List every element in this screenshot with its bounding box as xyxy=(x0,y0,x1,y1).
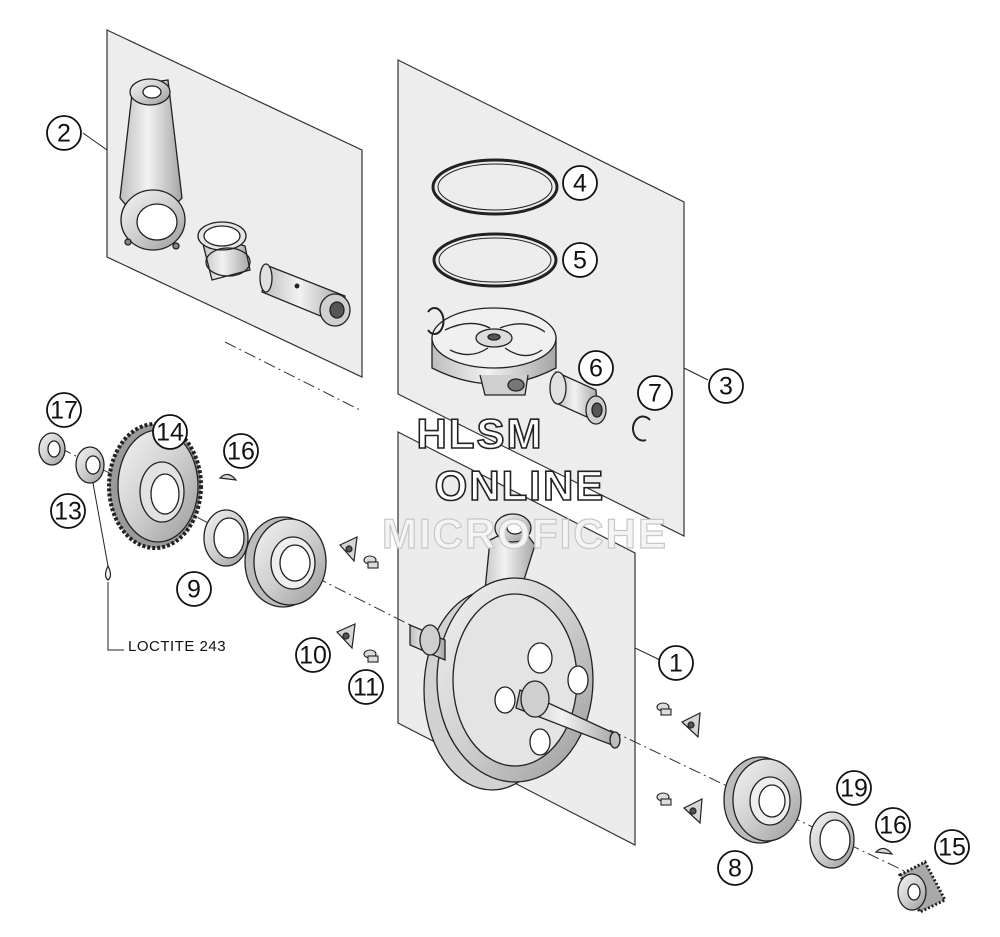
callout-c8: 8 xyxy=(717,850,753,886)
callout-circle xyxy=(562,165,598,201)
callout-c5: 5 xyxy=(562,242,598,278)
piston-circlip-right xyxy=(631,415,651,442)
callout-circle xyxy=(658,645,694,681)
piston-ring-second xyxy=(432,232,558,288)
piston-pin xyxy=(549,370,607,425)
callout-circle xyxy=(637,375,673,411)
callout-number: 9 xyxy=(187,576,201,604)
callout-c6: 6 xyxy=(578,350,614,386)
callout-circle xyxy=(875,807,911,843)
callout-circle xyxy=(934,829,970,865)
timing-gear xyxy=(897,859,948,914)
lock-plate-lower-right xyxy=(682,797,703,825)
piston-ring-top xyxy=(431,158,559,216)
watermark-line-1: HLSM xyxy=(416,409,544,458)
callout-layer: 1 2 3 4 5 6 7 8 9 10 11 13 14 15 16 16 17 19 xyxy=(46,115,970,886)
watermark-line-3: MICROFICHE xyxy=(381,509,668,557)
callout-c4: 4 xyxy=(562,165,598,201)
connecting-rod xyxy=(119,78,186,251)
callout-circle xyxy=(708,368,744,404)
callout-number: 3 xyxy=(719,373,733,401)
lock-plate-lower-left xyxy=(335,623,356,650)
lock-plate-upper-left xyxy=(339,535,358,563)
watermark-line-2: ONLINE xyxy=(434,461,606,510)
callout-circle xyxy=(176,571,212,607)
callout-c16b: 16 xyxy=(875,807,911,843)
main-bearing-left xyxy=(244,516,327,608)
screw-upper-left xyxy=(363,555,379,569)
gear-nut xyxy=(75,446,105,484)
callout-c11: 11 xyxy=(348,669,384,705)
callout-number: 5 xyxy=(573,247,587,275)
loctite-label: LOCTITE 243 xyxy=(128,638,226,655)
callout-number: 6 xyxy=(589,355,603,383)
main-bearing-right xyxy=(723,756,802,844)
callout-circle xyxy=(50,493,86,529)
screw-upper-right xyxy=(656,702,672,716)
callout-c15: 15 xyxy=(934,829,970,865)
callout-c16a: 16 xyxy=(223,433,259,469)
callout-circle xyxy=(578,350,614,386)
callout-circle xyxy=(717,850,753,886)
callout-c17: 17 xyxy=(46,392,82,428)
piston xyxy=(431,307,557,396)
callout-number: 7 xyxy=(648,380,662,408)
callout-circle xyxy=(295,637,331,673)
callout-number: 1 xyxy=(669,650,683,678)
callout-c14: 14 xyxy=(152,414,188,450)
callout-number: 15 xyxy=(938,834,966,862)
callout-number: 11 xyxy=(353,674,379,702)
shaft-seal-left xyxy=(203,509,249,567)
callout-circle xyxy=(46,392,82,428)
callout-c1: 1 xyxy=(658,645,694,681)
callout-c7: 7 xyxy=(637,375,673,411)
callout-circle xyxy=(152,414,188,450)
callout-number: 13 xyxy=(54,498,82,526)
callout-c19: 19 xyxy=(836,770,872,806)
callout-number: 8 xyxy=(728,855,742,883)
callout-number: 4 xyxy=(573,170,587,198)
piston-circlip-left xyxy=(427,307,445,335)
callout-circle xyxy=(562,242,598,278)
callout-circle xyxy=(836,770,872,806)
loctite-drop xyxy=(104,564,112,581)
small-end-bushing xyxy=(197,221,251,281)
callout-circle xyxy=(348,669,384,705)
screw-lower-right xyxy=(656,792,672,806)
callout-circle xyxy=(223,433,259,469)
callout-c9: 9 xyxy=(176,571,212,607)
piston-pin-conrod xyxy=(259,263,351,327)
woodruff-key-left xyxy=(218,473,238,481)
callout-number: 2 xyxy=(57,120,71,148)
callout-number: 19 xyxy=(840,775,868,803)
washer xyxy=(38,432,66,466)
crankshaft xyxy=(409,513,621,791)
leader-lines xyxy=(82,132,709,661)
lock-plate-upper-right xyxy=(680,711,701,739)
woodruff-key-right xyxy=(874,847,894,855)
callout-c2: 2 xyxy=(46,115,82,151)
callout-number: 17 xyxy=(50,397,78,425)
screw-lower-left xyxy=(363,649,379,663)
callout-circle xyxy=(46,115,82,151)
callout-c3: 3 xyxy=(708,368,744,404)
callout-c10: 10 xyxy=(295,637,331,673)
piston-panel xyxy=(397,59,685,537)
callout-number: 16 xyxy=(227,438,255,466)
callout-number: 14 xyxy=(156,419,184,447)
callout-number: 16 xyxy=(879,812,907,840)
shaft-seal-right xyxy=(809,811,855,869)
callout-c13: 13 xyxy=(50,493,86,529)
callout-number: 10 xyxy=(299,642,327,670)
